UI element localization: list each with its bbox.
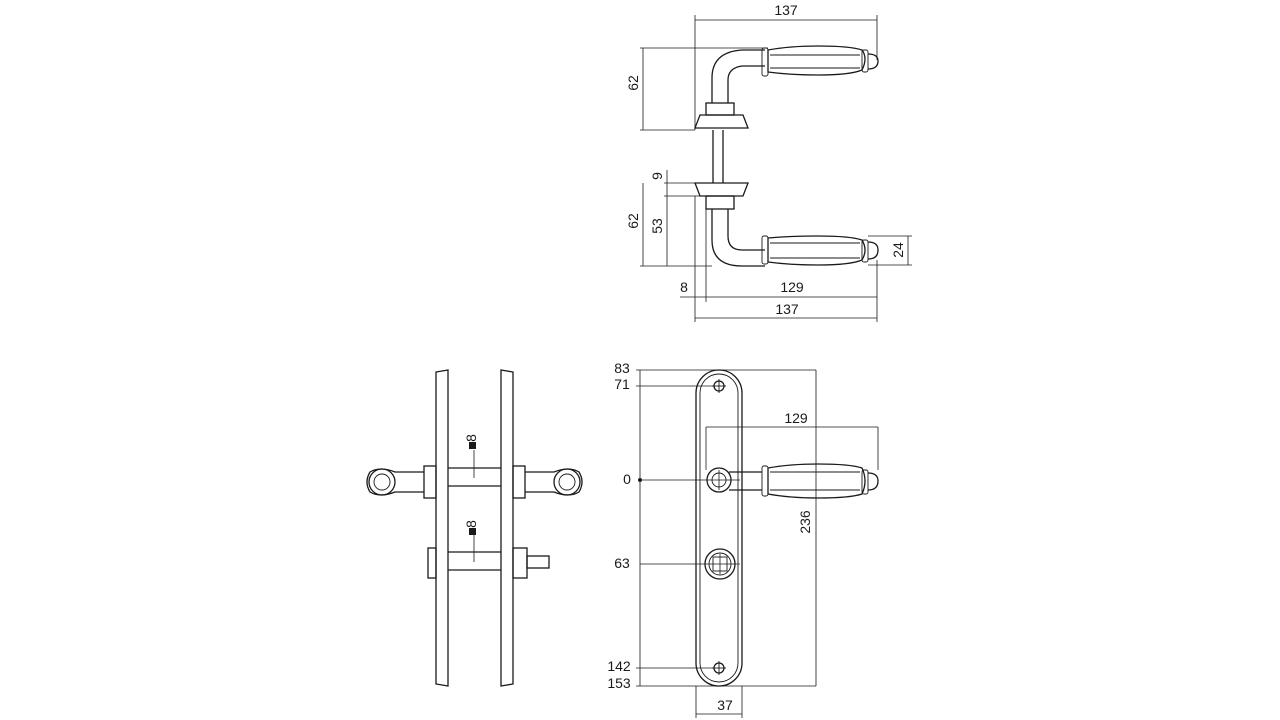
dim-top-edge: 83 [614, 360, 630, 376]
dim-front-lever-length: 129 [784, 410, 808, 426]
screw-top [712, 379, 726, 393]
dim-top-screw: 71 [614, 376, 630, 392]
square-spindle-icon [469, 442, 476, 449]
front-view: 83 71 0 63 142 153 129 236 37 [607, 360, 879, 718]
top-view: 137 62 [625, 2, 912, 322]
front-lever [729, 463, 879, 499]
dim-spindle-origin: 0 [623, 471, 631, 487]
dim-bottom-edge: 153 [607, 675, 631, 691]
dim-upper-lever-height: 62 [625, 75, 641, 91]
upper-lever [694, 45, 879, 129]
dim-total-width-bottom: 137 [775, 301, 799, 317]
dim-total-width-top: 137 [774, 2, 798, 18]
spindle [712, 130, 724, 183]
dim-lower-lever-height: 62 [625, 213, 641, 229]
dim-rose-thickness: 9 [649, 172, 665, 180]
left-emergency-release [427, 547, 437, 579]
spindle-label-lower: 8 [463, 520, 479, 528]
left-backplate [435, 369, 449, 687]
left-lever-side [366, 465, 437, 499]
dim-lever-length: 129 [780, 279, 804, 295]
spindle-label-upper: 8 [463, 434, 479, 442]
right-backplate [500, 369, 514, 687]
dim-plate-height: 236 [797, 510, 813, 534]
screw-bottom [712, 661, 726, 675]
dim-rose-offset: 8 [680, 279, 688, 295]
dim-lower-lever-inner: 53 [649, 218, 665, 234]
right-thumb-turn [512, 547, 550, 579]
dim-bottom-screw: 142 [607, 658, 631, 674]
right-lever-side [512, 465, 583, 499]
square-spindle-icon [469, 528, 476, 535]
dim-grip-diameter: 24 [890, 242, 906, 258]
side-view: 8 8 [366, 369, 583, 687]
lower-lever [694, 182, 879, 267]
dim-plate-width: 37 [717, 697, 733, 713]
dim-turn-center: 63 [614, 555, 630, 571]
front-backplate [695, 369, 743, 687]
